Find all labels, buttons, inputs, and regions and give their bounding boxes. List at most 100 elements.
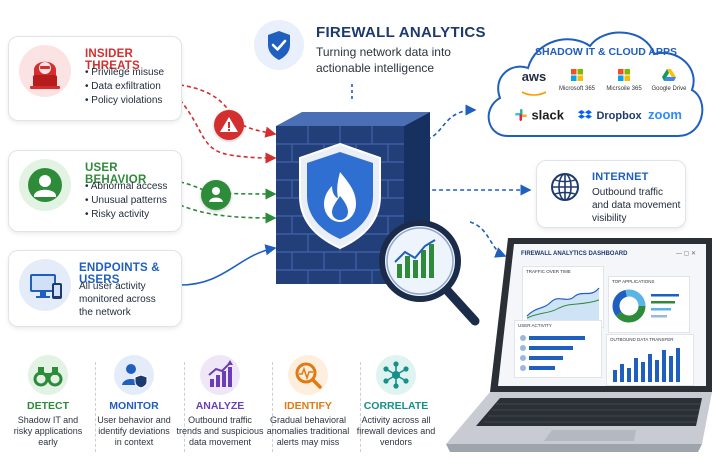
list-item: Unusual patterns [85,194,167,208]
list-item: Data exfiltration [85,80,164,94]
internet-title: INTERNET [592,171,649,183]
correlate-desc-1: Activity across all [361,415,431,425]
insider-link-bottom [179,99,277,164]
google-drive-logo: Google Drive [645,68,693,92]
alert-badge [214,110,244,140]
traffic-chart-icon [526,287,600,320]
analyze-desc-1: Outbound traffic [188,415,252,425]
analyze-desc: Outbound traffic trends and suspicious d… [160,415,280,448]
identify-desc-3: alerts may miss [276,437,340,447]
analyze-title: ANALYZE [195,400,245,412]
user-behavior-card: USER BEHAVIOR Abnormal access Unusual pa… [8,150,182,232]
outbound-bars-icon [613,348,680,382]
user-activity-panel-title: USER ACTIVITY [518,323,552,328]
insider-threats-card: INSIDER THREATS Privilege misuse Data ex… [8,36,182,121]
monitor-icon-badge [114,355,154,395]
microsoft-365-alt-label: Micrsoile 365 [606,86,642,92]
endpoints-icon-badge [19,259,71,311]
endpoints-card: ENDPOINTS & USERS All user activity moni… [8,250,182,327]
endpoints-desc-1: All user activity [79,281,146,292]
endpoints-link [179,244,277,286]
feature-divider [272,362,273,452]
detect-desc-3: early [38,437,58,447]
dashboard-window-controls: — ▢ ✕ [676,251,697,257]
outbound-panel: OUTBOUND DATA TRANSFER [606,334,694,386]
feature-identify: IDENTIFY Gradual behavioral anomalies tr… [248,355,368,448]
endpoints-desc-2: monitored across [79,294,156,305]
binoculars-icon [33,367,63,387]
insider-icon-badge [19,45,71,97]
detect-desc-2: risky applications [13,426,83,436]
microsoft-365-label: Microsoft 365 [558,86,595,92]
monitor-title: MONITOR [109,400,159,412]
traffic-panel-title: TRAFFIC OVER TIME [526,269,571,274]
internet-desc-2: and data movement [592,200,681,211]
analyze-icon-badge [200,355,240,395]
dropbox-label: Dropbox [596,109,642,122]
behavior-list: Abnormal access Unusual patterns Risky a… [85,180,168,222]
cloud-title: SHADOW IT & CLOUD APPS [535,46,677,58]
google-drive-label: Google Drive [651,86,687,92]
aws-smile-icon [521,91,547,96]
apps-panel: TOP APPLICATIONS [608,276,690,333]
warning-icon [220,117,238,132]
list-item: Policy violations [85,94,164,108]
page-subtitle-1: Turning network data into [316,45,451,59]
monitor-desc: User behavior and identify deviations in… [74,415,194,448]
cloud-link [419,104,477,141]
microsoft-365-alt-logo: Micrsoile 365 [600,68,648,92]
network-nodes-icon [383,361,409,389]
insider-list: Privilege misuse Data exfiltration Polic… [85,66,164,108]
correlate-desc: Activity across all firewall devices and… [336,415,456,448]
slack-icon [515,108,527,121]
analyze-desc-3: data movement [188,437,252,447]
person-icon [209,187,223,202]
outbound-panel-title: OUTBOUND DATA TRANSFER [610,337,674,342]
identify-desc-2: anomalies traditional [266,426,350,436]
microsoft-365-logo: Microsoft 365 [553,68,601,92]
aws-logo: aws [520,70,548,101]
identify-desc-1: Gradual behavioral [269,415,347,425]
firewall-wall [276,112,430,284]
internet-desc-3: visibility [592,213,627,224]
apps-panel-title: TOP APPLICATIONS [612,279,655,284]
behavior-icon-badge [19,159,71,211]
zoom-logo: zoom [648,107,682,122]
correlate-title: CORRELATE [363,400,429,412]
monitor-desc-3: in context [114,437,154,447]
identify-desc: Gradual behavioral anomalies traditional… [248,415,368,448]
detect-desc: Shadow IT and risky applications early [0,415,108,448]
shield-check-icon [268,31,290,60]
slack-logo: slack [515,106,564,124]
feature-divider [184,362,185,452]
list-item: Risky activity [85,208,167,222]
identify-icon-badge [288,355,328,395]
traffic-panel: TRAFFIC OVER TIME [522,266,604,328]
feature-divider [360,362,361,452]
dropbox-icon [578,109,592,119]
dashboard-title: FIREWALL ANALYTICS DASHBOARD [521,251,628,257]
analyze-desc-2: trends and suspicious [176,426,264,436]
trend-chart-icon [208,360,233,387]
correlate-icon-badge [376,355,416,395]
feature-detect: DETECT Shadow IT and risky applications … [0,355,108,448]
behavior-link-bottom [179,204,277,224]
endpoints-desc-3: the network [79,307,131,318]
devices-icon [30,274,62,299]
magnifier-icon [379,220,480,326]
feature-analyze: ANALYZE Outbound traffic trends and susp… [160,355,280,448]
page-subtitle-2: actionable intelligence [316,61,435,75]
monitor-desc-2: identify deviations [98,426,170,436]
aws-label: aws [521,69,547,84]
list-item: Abnormal access [85,180,168,194]
detect-title: DETECT [27,400,69,412]
insider-link-top [179,84,277,138]
endpoints-title: ENDPOINTS & USERS [79,262,160,286]
slack-label: slack [531,107,564,123]
google-drive-icon [662,69,676,81]
user-badge [201,180,231,210]
correlate-desc-3: vendors [379,437,413,447]
correlate-desc-2: firewall devices and [356,426,436,436]
feature-monitor: MONITOR User behavior and identify devia… [74,355,194,448]
list-item: Privilege misuse [85,66,164,80]
